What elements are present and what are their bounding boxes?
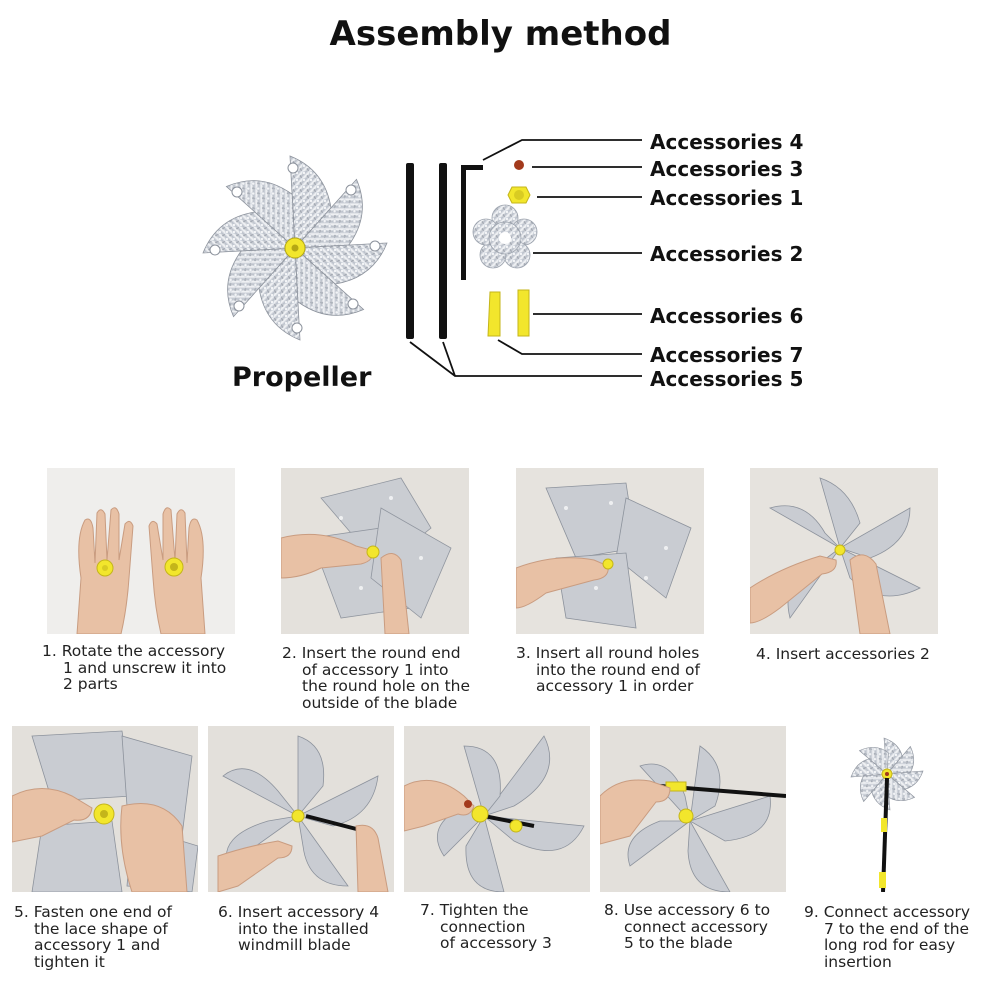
yellow-sleeves [487, 289, 530, 337]
step-1-photo [47, 468, 235, 634]
step-6-line-3: windmill blade [238, 936, 351, 954]
step-8-photo [600, 726, 786, 892]
accessory-label-7: Accessories 7 [650, 343, 804, 367]
step-9-photo [796, 726, 986, 892]
step-6-caption: 6. Insert accessory 4 into the installed… [218, 904, 379, 954]
step-3-line-1: 3. Insert all round holes [516, 644, 700, 662]
parts-diagram: Accessories 4 Accessories 3 Accessories … [0, 0, 1001, 420]
step-5-line-4: tighten it [34, 952, 105, 971]
step-5-caption: 5. Fasten one end of the lace shape of a… [14, 904, 172, 970]
step-7-photo [404, 726, 590, 892]
step-1-line-2: 1 and unscrew it into [63, 658, 227, 677]
step-2-photo [281, 468, 469, 634]
step-3-photo [516, 468, 704, 634]
parts-diagram-svg [202, 139, 642, 377]
accessory-label-1: Accessories 1 [650, 186, 804, 210]
step-8-caption: 8. Use accessory 6 to connect accessory … [604, 902, 770, 952]
step-9-line-1: 9. Connect accessory [804, 903, 970, 921]
step-3-line-3: accessory 1 in order [536, 677, 694, 695]
step-9-caption: 9. Connect accessory 7 to the end of the… [804, 904, 970, 970]
accessory-label-4: Accessories 4 [650, 130, 804, 154]
bead-part [514, 160, 524, 170]
step-8-line-2: connect accessory [624, 917, 768, 936]
step-4-caption: 4. Insert accessories 2 [756, 646, 930, 663]
step-5-line-3: accessory 1 and [34, 936, 161, 954]
propeller-label: Propeller [232, 362, 372, 393]
step-3-line-2: into the round end of [536, 660, 700, 679]
step-2-line-2: of accessory 1 into [302, 660, 449, 679]
step-7-line-2: connection [440, 917, 526, 936]
step-5-photo [12, 726, 198, 892]
page-title: Assembly method [329, 14, 672, 54]
step-7-line-3: of accessory 3 [440, 934, 552, 952]
step-1-line-1: 1. Rotate the accessory [42, 642, 226, 660]
accessory-label-5: Accessories 5 [650, 367, 804, 391]
lace-flower-part [472, 204, 538, 269]
yellow-nut-part [507, 186, 531, 204]
bent-rod [461, 165, 483, 280]
step-4-photo [750, 468, 938, 634]
step-2-line-3: the round hole on the [302, 677, 471, 695]
step-5-line-1: 5. Fasten one end of [14, 903, 172, 921]
step-1-line-3: 2 parts [63, 675, 118, 693]
leader-lines [409, 139, 642, 377]
step-6-line-2: into the installed [238, 919, 369, 938]
step-9-line-4: insertion [824, 952, 892, 971]
step-1-caption: 1. Rotate the accessory 1 and unscrew it… [42, 643, 226, 693]
step-2-line-4: outside of the blade [302, 693, 458, 712]
accessory-label-6: Accessories 6 [650, 304, 804, 328]
step-4-line-1: 4. Insert accessories 2 [756, 645, 930, 663]
step-9-line-3: long rod for easy [824, 936, 956, 954]
accessory-label-3: Accessories 3 [650, 157, 804, 181]
step-7-line-1: 7. Tighten the [420, 901, 529, 919]
step-8-line-3: 5 to the blade [624, 934, 733, 952]
propeller-image [202, 155, 388, 341]
step-6-line-1: 6. Insert accessory 4 [218, 903, 380, 921]
step-7-caption: 7. Tighten the connection of accessory 3 [420, 902, 552, 952]
accessory-label-2: Accessories 2 [650, 242, 804, 266]
step-8-line-1: 8. Use accessory 6 to [604, 901, 771, 919]
step-5-line-2: the lace shape of [34, 919, 168, 938]
step-2-caption: 2. Insert the round end of accessory 1 i… [282, 645, 470, 711]
step-3-caption: 3. Insert all round holes into the round… [516, 645, 700, 695]
step-2-line-1: 2. Insert the round end [282, 644, 461, 662]
step-6-photo [208, 726, 394, 892]
step-9-line-2: 7 to the end of the [824, 919, 970, 938]
long-rods [406, 163, 447, 339]
